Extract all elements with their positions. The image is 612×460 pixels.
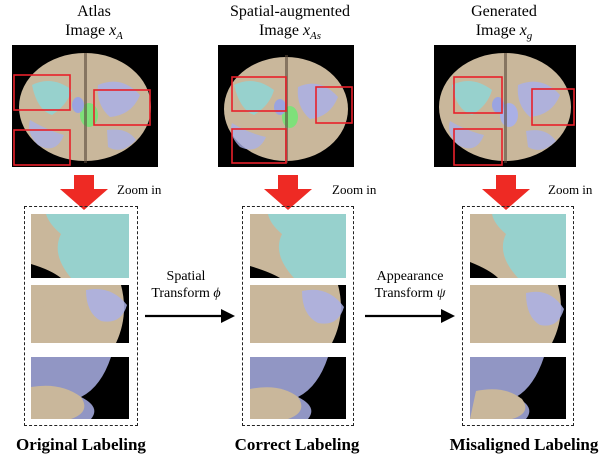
transform-1-line1: Spatial [166, 269, 206, 284]
column-2-subscript: As [310, 30, 322, 43]
transform-2-label: Appearance Transform ψ [355, 268, 465, 302]
crop-1-top [31, 214, 129, 278]
column-1-title-line1: Atlas [77, 3, 111, 20]
column-3-title-line1: Generated [471, 3, 537, 20]
highlight-box-7 [453, 76, 503, 114]
transform-2-word: Transform [374, 286, 434, 301]
column-1-title-line2: Image xA [30, 21, 158, 46]
crop-2-bottom [250, 357, 346, 419]
spatial-brain-image [218, 45, 354, 167]
highlight-box-8 [531, 88, 575, 126]
column-3-symbol: x [519, 22, 527, 39]
transform-2-line2: Transform ψ [355, 285, 465, 302]
transform-1-label: Spatial Transform ϕ [138, 268, 234, 302]
column-2-title-line2: Image xAs [210, 21, 370, 46]
crop-1-middle [31, 285, 129, 343]
column-2-title-line1: Spatial-augmented [230, 3, 350, 20]
atlas-brain-image [12, 45, 158, 167]
highlight-box-9 [453, 128, 503, 166]
highlight-box-1 [13, 74, 71, 111]
zoom-label-1: Zoom in [117, 182, 162, 197]
column-2-title: Spatial-augmented Image xAs [210, 2, 370, 46]
column-1-subscript: A [116, 30, 123, 43]
zoom-panel-1 [24, 206, 138, 426]
column-2-image-word: Image [258, 22, 299, 39]
column-2-caption: Correct Labeling [234, 435, 360, 454]
column-1-title: Atlas Image xA [30, 2, 158, 46]
crop-3-top [470, 214, 566, 278]
generated-brain-image [434, 45, 576, 167]
highlight-box-4 [231, 76, 287, 112]
crop-3-bottom [470, 357, 566, 419]
zoom-arrow-3 [482, 175, 530, 210]
zoom-arrow-2 [264, 175, 312, 210]
column-3-title-line2: Image xg [444, 21, 564, 46]
zoom-panel-2 [242, 206, 354, 426]
crop-2-top [250, 214, 346, 278]
column-3-caption: Misaligned Labeling [449, 435, 599, 454]
zoom-arrow-1 [60, 175, 108, 210]
column-1-symbol: x [109, 22, 117, 39]
column-3-image-word: Image [475, 22, 516, 39]
zoom-label-2: Zoom in [332, 182, 377, 197]
transform-1-line2: Transform ϕ [138, 285, 234, 302]
crop-1-bottom [31, 357, 129, 419]
transform-arrow-1 [145, 309, 235, 323]
column-2-symbol: x [302, 22, 311, 39]
column-1-image-word: Image [65, 22, 106, 39]
highlight-box-2 [93, 89, 151, 126]
zoom-panel-3 [462, 206, 574, 426]
zoom-label-3: Zoom in [548, 182, 593, 197]
crop-2-middle [250, 285, 346, 343]
column-3-title: Generated Image xg [444, 2, 564, 46]
column-1-caption: Original Labeling [16, 435, 146, 454]
transform-2-symbol: ψ [436, 286, 446, 301]
highlight-box-5 [315, 86, 353, 124]
transform-2-line1: Appearance [376, 269, 444, 284]
crop-3-middle [470, 285, 566, 343]
highlight-box-6 [231, 128, 287, 164]
column-3-subscript: g [526, 30, 533, 43]
transform-arrow-2 [365, 309, 455, 323]
transform-1-word: Transform [151, 286, 210, 301]
highlight-box-3 [13, 129, 71, 166]
transform-1-symbol: ϕ [213, 286, 221, 301]
